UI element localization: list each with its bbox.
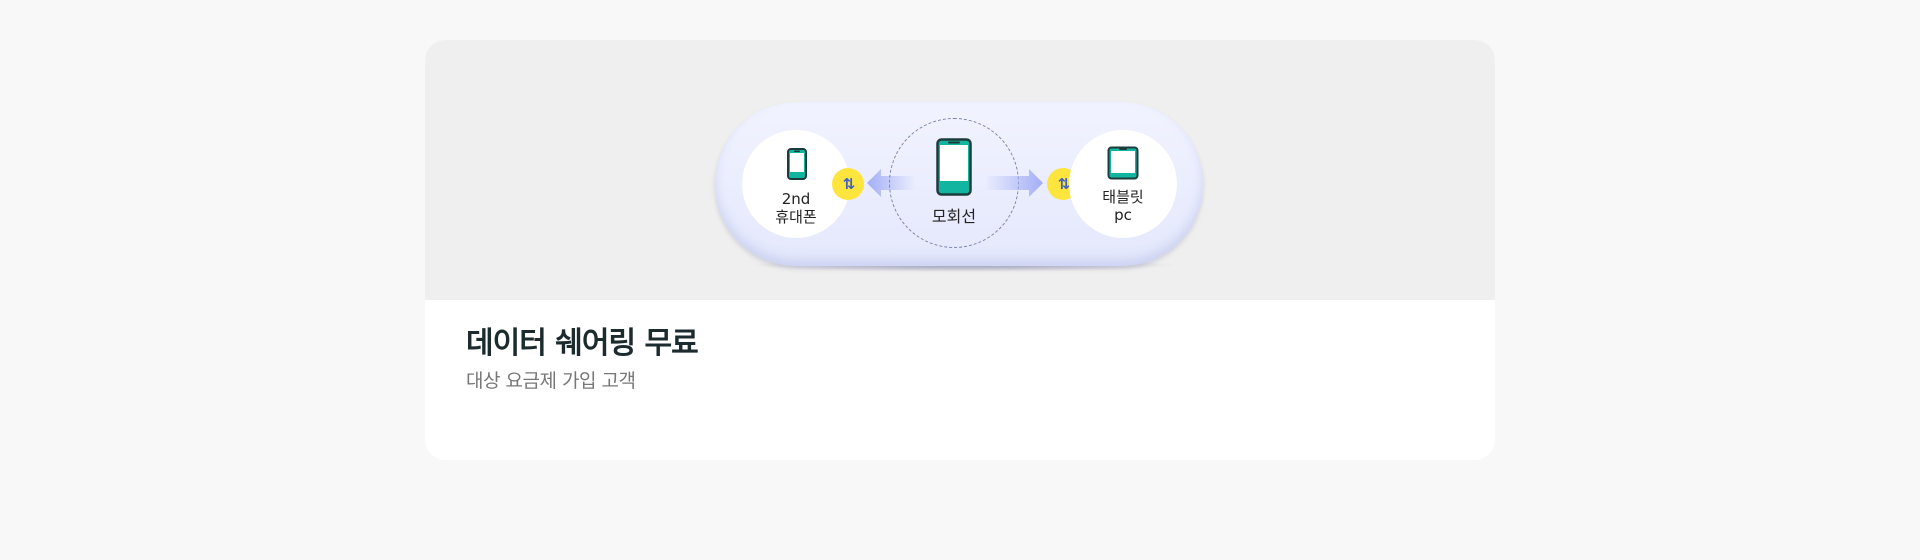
card-illustration: 2nd 휴대폰 ⇅ 모회선: [425, 40, 1495, 300]
node-tablet-pc-line2: pc: [1114, 206, 1132, 224]
node-tablet-pc-line1: 태블릿: [1102, 188, 1144, 206]
phone-icon: [787, 148, 807, 180]
card-description: 대상 요금제 가입 고객: [466, 370, 636, 392]
node-main-line-label: 모회선: [931, 207, 977, 226]
node-tablet-pc-label: 태블릿 pc: [1069, 188, 1177, 224]
data-sharing-card[interactable]: 2nd 휴대폰 ⇅ 모회선: [425, 40, 1495, 460]
node-second-phone-line1: 2nd: [781, 190, 811, 208]
arrow-right-icon: [985, 169, 1043, 197]
node-second-phone-line2: 휴대폰: [775, 208, 817, 226]
tablet-icon: [1107, 146, 1139, 180]
swap-arrows-icon: ⇅: [832, 168, 864, 200]
node-second-phone-label: 2nd 휴대폰: [742, 190, 850, 226]
card-title: 데이터 쉐어링 무료: [466, 326, 699, 361]
phone-icon: [936, 138, 972, 196]
